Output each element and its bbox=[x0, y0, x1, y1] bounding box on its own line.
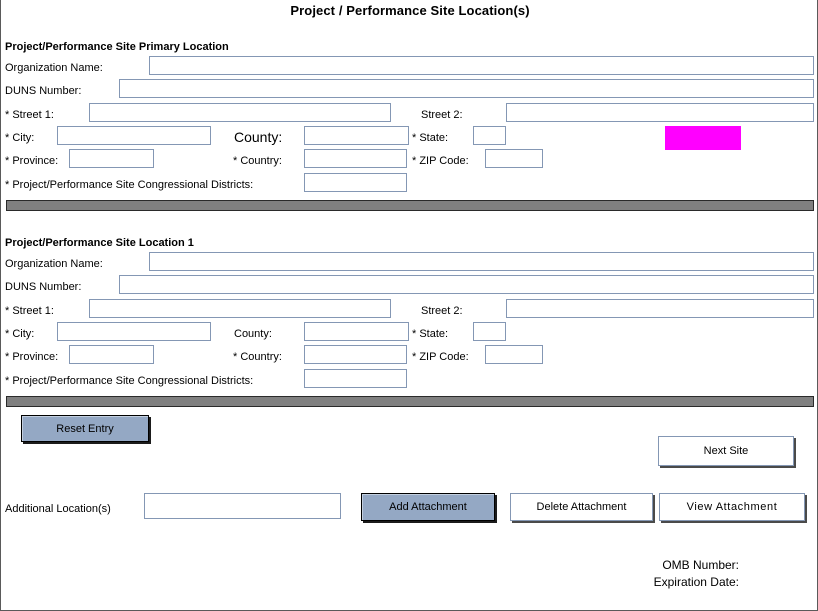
input-zip-primary[interactable] bbox=[485, 149, 543, 168]
label-additional-locations: Additional Location(s) bbox=[5, 503, 111, 515]
label-country-loc1: * Country: bbox=[233, 351, 282, 363]
label-duns-number-loc1: DUNS Number: bbox=[5, 281, 82, 293]
input-organization-name-primary[interactable] bbox=[149, 56, 814, 75]
label-state-loc1: * State: bbox=[412, 328, 449, 340]
reset-entry-button-label: Reset Entry bbox=[56, 422, 114, 435]
label-city-loc1: * City: bbox=[5, 328, 35, 340]
label-organization-name-primary: Organization Name: bbox=[5, 62, 103, 74]
reset-entry-button[interactable]: Reset Entry bbox=[21, 415, 149, 442]
label-congressional-districts-loc1: * Project/Performance Site Congressional… bbox=[5, 375, 254, 387]
input-street2-loc1[interactable] bbox=[506, 299, 814, 318]
input-street1-loc1[interactable] bbox=[89, 299, 391, 318]
add-attachment-button[interactable]: Add Attachment bbox=[361, 493, 495, 521]
input-province-loc1[interactable] bbox=[69, 345, 154, 364]
label-street1-primary: * Street 1: bbox=[5, 109, 54, 121]
input-state-loc1[interactable] bbox=[473, 322, 506, 341]
delete-attachment-button[interactable]: Delete Attachment bbox=[510, 493, 653, 521]
label-zip-primary: * ZIP Code: bbox=[412, 155, 469, 167]
section-heading-primary: Project/Performance Site Primary Locatio… bbox=[5, 41, 229, 53]
input-country-loc1[interactable] bbox=[304, 345, 407, 364]
input-duns-number-primary[interactable] bbox=[119, 79, 814, 98]
next-site-button[interactable]: Next Site bbox=[658, 436, 794, 466]
label-county-primary: County: bbox=[234, 129, 283, 145]
input-city-primary[interactable] bbox=[57, 126, 211, 145]
page-title: Project / Performance Site Location(s) bbox=[290, 3, 530, 18]
input-zip-loc1[interactable] bbox=[485, 345, 543, 364]
input-congressional-districts-loc1[interactable] bbox=[304, 369, 407, 388]
label-congressional-districts-primary: * Project/Performance Site Congressional… bbox=[5, 179, 254, 191]
label-state-primary: * State: bbox=[412, 132, 449, 144]
label-province-primary: * Province: bbox=[5, 155, 59, 167]
label-street1-loc1: * Street 1: bbox=[5, 305, 54, 317]
input-county-loc1[interactable] bbox=[304, 322, 409, 341]
label-province-loc1: * Province: bbox=[5, 351, 59, 363]
input-city-loc1[interactable] bbox=[57, 322, 211, 341]
input-street1-primary[interactable] bbox=[89, 103, 391, 122]
section-separator-1 bbox=[6, 200, 814, 211]
label-country-primary: * Country: bbox=[233, 155, 282, 167]
input-street2-primary[interactable] bbox=[506, 103, 814, 122]
next-site-button-label: Next Site bbox=[703, 445, 749, 457]
view-attachment-button-label: View Attachment bbox=[686, 501, 778, 513]
label-street2-primary: Street 2: bbox=[421, 109, 463, 121]
label-organization-name-loc1: Organization Name: bbox=[5, 258, 103, 270]
input-country-primary[interactable] bbox=[304, 149, 407, 168]
section-heading-location-1: Project/Performance Site Location 1 bbox=[5, 237, 194, 249]
label-city-primary: * City: bbox=[5, 132, 35, 144]
label-zip-loc1: * ZIP Code: bbox=[412, 351, 469, 363]
input-additional-locations[interactable] bbox=[144, 493, 341, 519]
input-province-primary[interactable] bbox=[69, 149, 154, 168]
highlight-block bbox=[665, 126, 741, 150]
input-state-primary[interactable] bbox=[473, 126, 506, 145]
input-duns-number-loc1[interactable] bbox=[119, 275, 814, 294]
expiration-date-label: Expiration Date: bbox=[653, 575, 739, 589]
label-street2-loc1: Street 2: bbox=[421, 305, 463, 317]
label-duns-number-primary: DUNS Number: bbox=[5, 85, 82, 97]
omb-number-label: OMB Number: bbox=[662, 558, 739, 572]
label-county-loc1: County: bbox=[234, 328, 272, 340]
delete-attachment-button-label: Delete Attachment bbox=[536, 501, 627, 513]
input-organization-name-loc1[interactable] bbox=[149, 252, 814, 271]
input-congressional-districts-primary[interactable] bbox=[304, 173, 407, 192]
view-attachment-button[interactable]: View Attachment bbox=[659, 493, 805, 521]
add-attachment-button-label: Add Attachment bbox=[389, 501, 467, 513]
input-county-primary[interactable] bbox=[304, 126, 409, 145]
section-separator-2 bbox=[6, 396, 814, 407]
